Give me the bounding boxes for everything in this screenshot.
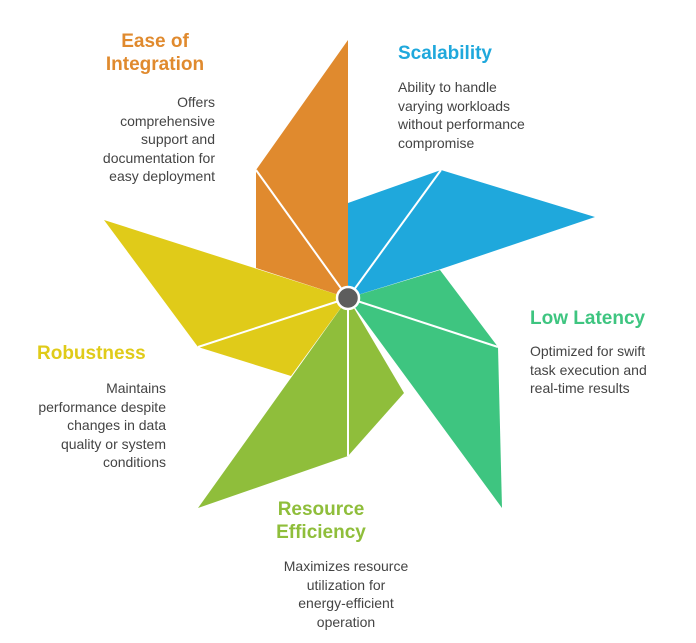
blade-low-latency [348, 270, 502, 508]
resource-efficiency-description: Maximizes resource utilization for energ… [283, 558, 409, 630]
blade-ease-of-integration [256, 40, 348, 298]
blade-robustness [104, 220, 348, 376]
blade-scalability-fold [347, 169, 442, 299]
ease-of-integration-title: Ease of Integration [105, 31, 205, 75]
blade-resource-efficiency [198, 298, 404, 508]
robustness-description: Maintains performance despite changes in… [38, 380, 166, 470]
pinwheel-blades [104, 40, 595, 508]
low-latency-description: Optimized for swift task execution and r… [530, 343, 647, 396]
blade-ease-of-integration-fold [255, 169, 349, 299]
blade-low-latency-fold [347, 297, 499, 348]
low-latency-title: Low Latency [530, 308, 646, 329]
scalability-description: Ability to handle varying workloads with… [398, 79, 525, 151]
resource-efficiency-title: Resource Efficiency [276, 499, 366, 543]
ease-of-integration-description: Offers comprehensive support and documen… [102, 94, 215, 184]
robustness-title: Robustness [37, 343, 146, 364]
hub-circle [335, 285, 361, 311]
blade-robustness-fold [197, 297, 349, 348]
blade-scalability [348, 170, 595, 298]
scalability-title: Scalability [398, 43, 492, 64]
